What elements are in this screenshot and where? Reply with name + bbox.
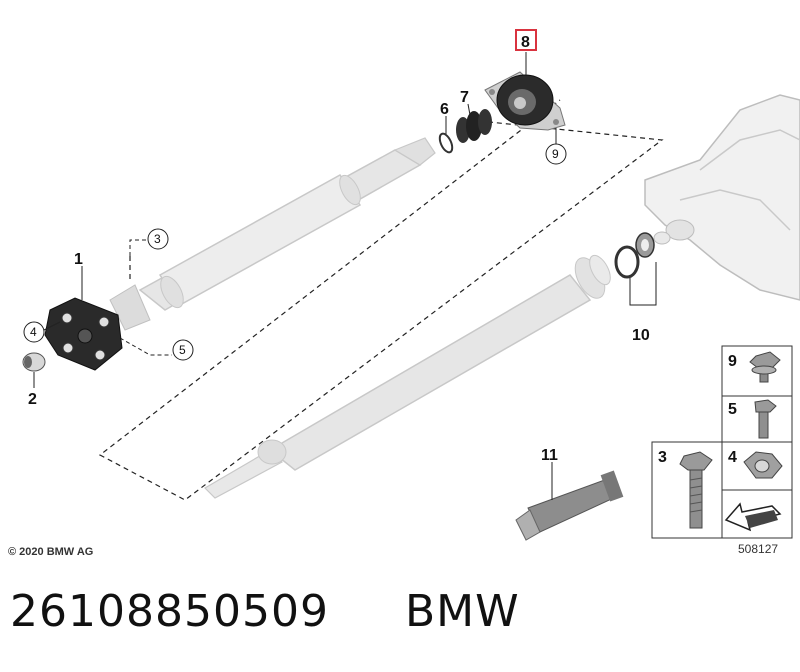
copyright-text: © 2020 BMW AG <box>8 546 93 558</box>
legend-hex-flange-bolt <box>749 351 781 383</box>
callout-5: 5 <box>179 343 186 357</box>
callout-circle-3 <box>147 228 169 250</box>
part-number-caption: 26108850509 BMW <box>10 586 520 637</box>
leader-10 <box>629 262 657 306</box>
seal-kit <box>614 232 655 279</box>
callout-1: 1 <box>74 251 83 268</box>
callout-10: 10 <box>632 327 650 344</box>
brand-name: BMW <box>404 586 520 637</box>
legend-bolt-3 <box>679 451 713 529</box>
legend-nut-4 <box>743 451 783 479</box>
callout-8: 8 <box>521 34 530 51</box>
callout-circle-9 <box>545 143 567 165</box>
callout-circle-4 <box>23 321 45 343</box>
legend-label-3: 3 <box>658 449 667 466</box>
callout-6: 6 <box>440 101 449 118</box>
callout-2: 2 <box>28 391 37 408</box>
callout-circle-5 <box>172 339 194 361</box>
callout-3: 3 <box>154 232 161 246</box>
leader-7 <box>467 103 471 116</box>
rear-propeller-shaft <box>204 254 611 499</box>
arrow-next-page-icon <box>724 502 782 532</box>
flexible-disc <box>44 297 123 371</box>
part-number: 26108850509 <box>10 586 329 637</box>
rubber-bellows <box>456 109 492 143</box>
legend-label-4: 4 <box>728 449 737 466</box>
leader-4 <box>43 321 61 331</box>
callout-11: 11 <box>541 447 558 464</box>
grease-tube <box>515 470 624 541</box>
leader-5 <box>119 337 172 356</box>
callout-8-highlight <box>515 29 537 51</box>
assembly-outline <box>98 99 664 501</box>
callout-7: 7 <box>460 89 469 106</box>
leader-3 <box>129 239 146 256</box>
legend-label-5: 5 <box>728 401 737 418</box>
callout-9: 9 <box>552 147 559 161</box>
callout-4: 4 <box>30 325 37 339</box>
centering-sleeve <box>22 352 46 372</box>
legend-label-9: 9 <box>728 353 737 370</box>
legend-bolt-5 <box>754 399 777 439</box>
sealing-ring-6 <box>438 132 454 154</box>
rear-differential <box>644 94 800 301</box>
front-propeller-shaft <box>109 137 436 331</box>
diagram-id: 508127 <box>738 542 778 556</box>
fastener-legend: 9 5 3 4 <box>651 345 793 539</box>
center-mount <box>484 71 566 131</box>
